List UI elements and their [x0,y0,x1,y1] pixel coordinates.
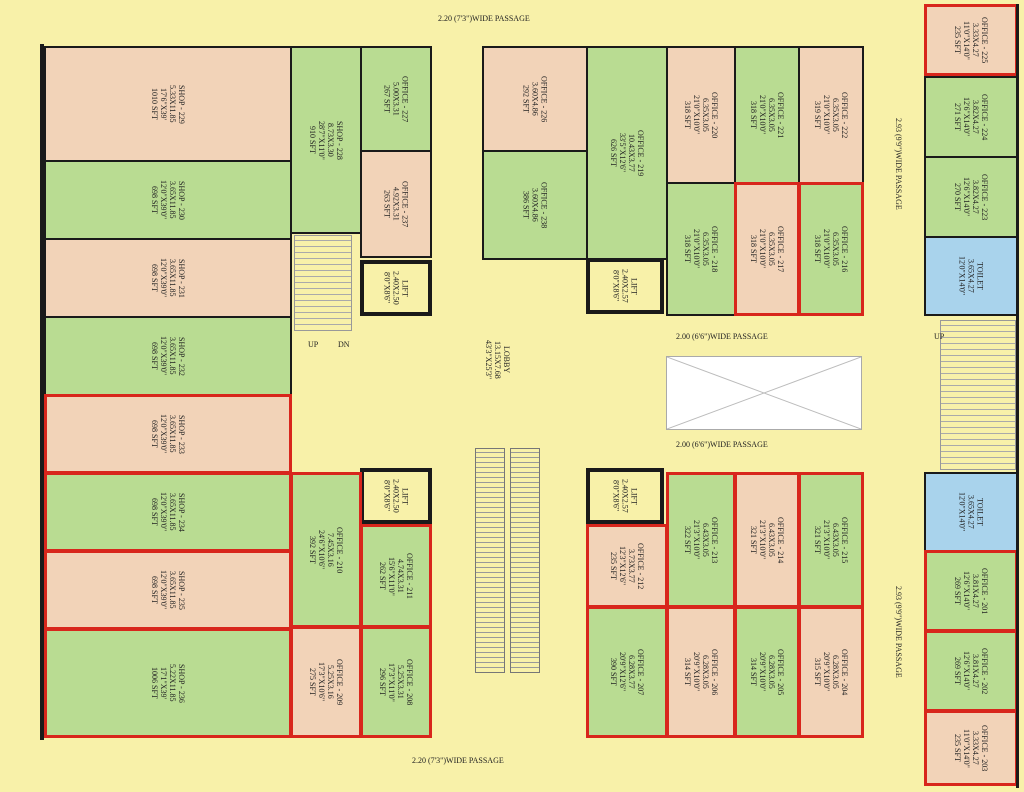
escalator-left [475,448,505,673]
bottom-passage-label: 2.20 (7'3")WIDE PASSAGE [412,756,504,765]
top-passage-label: 2.20 (7'3")WIDE PASSAGE [438,14,530,23]
right-top-passage-label: 2.93 (9'9")WIDE PASSAGE [894,118,903,210]
stair-up-right-label: UP [934,332,945,341]
staircase-left [294,235,352,331]
staircase-right [940,320,1016,470]
right-bottom-passage-label: 2.93 (9'9")WIDE PASSAGE [894,586,903,678]
outer-wall-left [40,44,44,740]
outer-wall-right [1016,4,1019,788]
stair-up-label: UP [308,340,319,349]
stair-down-label: DN [338,340,350,349]
void-opening [666,356,862,430]
mid-upper-passage-label: 2.00 (6'6")WIDE PASSAGE [676,332,768,341]
escalator-right [510,448,540,673]
mid-lower-passage-label: 2.00 (6'6")WIDE PASSAGE [676,440,768,449]
